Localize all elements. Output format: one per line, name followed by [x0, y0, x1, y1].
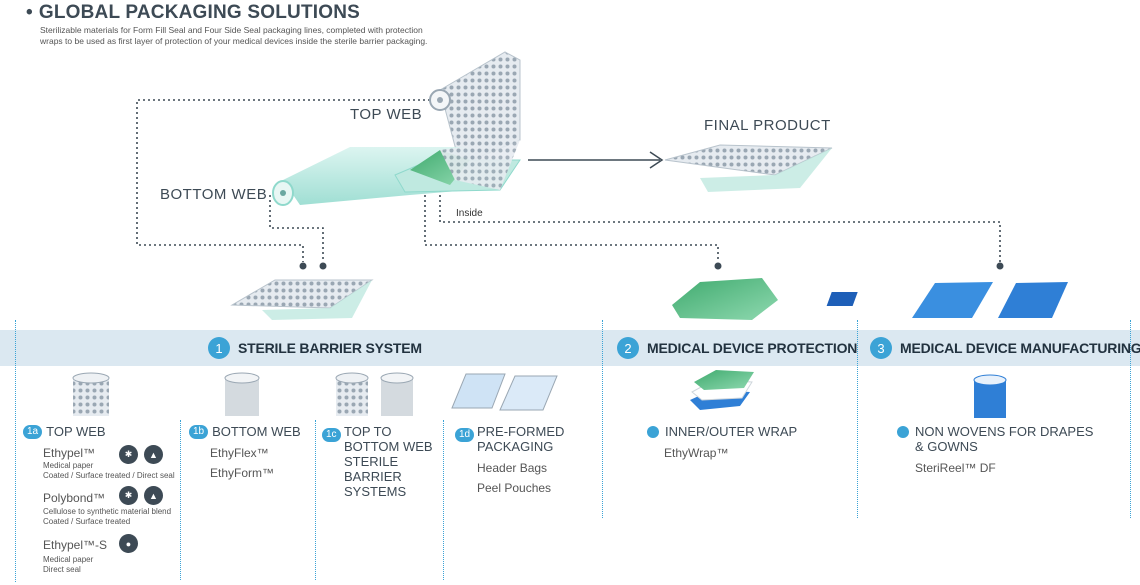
product-ethypel-desc2: Coated / Surface treated / Direct seal: [43, 471, 175, 480]
section-device-protection: 2 MEDICAL DEVICE PROTECTION: [617, 336, 857, 360]
product-ethywrap: EthyWrap™: [664, 446, 729, 460]
col-3-title-line2: & GOWNS: [915, 439, 978, 454]
final-product-label: FINAL PRODUCT: [704, 117, 831, 134]
divider-3: [857, 320, 858, 518]
sterilization-icon: ▲: [144, 486, 163, 505]
product-ethypel-desc1: Medical paper: [43, 461, 94, 470]
col-1b-header: 1b BOTTOM WEB: [189, 424, 301, 439]
product-polybond: Polybond™: [43, 491, 106, 505]
section-label: STERILE BARRIER SYSTEM: [238, 340, 422, 356]
sterilization-icon: ✱: [119, 486, 138, 505]
inside-label: Inside: [456, 208, 483, 219]
product-peel-pouches: Peel Pouches: [477, 481, 552, 495]
product-polybond-desc2: Coated / Surface treated: [43, 517, 131, 526]
product-header-bags: Header Bags: [477, 461, 548, 475]
page-subtitle-line1: Sterilizable materials for Form Fill Sea…: [40, 25, 423, 35]
divider-1c-1d: [443, 420, 444, 580]
badge-1b: 1b: [189, 424, 209, 439]
page-title-text: GLOBAL PACKAGING SOLUTIONS: [38, 2, 361, 23]
sterilization-icon: ✱: [119, 445, 138, 464]
col-1c-title-line5: SYSTEMS: [344, 484, 407, 499]
badge-1d: 1d: [455, 428, 475, 442]
badge-1a: 1a: [23, 424, 43, 439]
section-sterile-barrier: 1 STERILE BARRIER SYSTEM: [208, 336, 422, 360]
col-2-header: INNER/OUTER WRAP: [647, 424, 797, 439]
sterilization-icon: ●: [119, 534, 138, 553]
divider-left: [15, 320, 16, 582]
section-label: MEDICAL DEVICE MANUFACTURING: [900, 340, 1140, 356]
col-1a-title: TOP WEB: [46, 424, 106, 439]
col-1c-title-line2: BOTTOM WEB: [344, 439, 433, 454]
col-1c-header: 1c: [322, 424, 341, 442]
col-1b-title: BOTTOM WEB: [212, 424, 301, 439]
col-1c-title-line1: TOP TO: [344, 424, 392, 439]
divider-1b-1c: [315, 420, 316, 580]
divider-right: [1130, 320, 1131, 518]
page-subtitle-line2: wraps to be used as first layer of prote…: [40, 36, 428, 46]
top-web-label: TOP WEB: [350, 106, 423, 123]
section-number: 2: [617, 337, 639, 359]
col-3-header: NON WOVENS FOR DRAPES: [897, 424, 1093, 439]
col-1d-header: 1d: [455, 424, 475, 442]
product-ethypel-s-desc1: Medical paper: [43, 555, 94, 564]
section-band: [0, 330, 1140, 366]
page-title: •GLOBAL PACKAGING SOLUTIONS: [26, 2, 361, 23]
col-2-title: INNER/OUTER WRAP: [665, 424, 798, 439]
product-ethyflex: EthyFlex™: [210, 446, 269, 460]
section-device-manufacturing: 3 MEDICAL DEVICE MANUFACTURING: [870, 336, 1140, 360]
section-label: MEDICAL DEVICE PROTECTION: [647, 340, 858, 356]
section-number: 3: [870, 337, 892, 359]
bullet-icon: [647, 425, 659, 438]
product-ethypel: Ethypel™: [43, 446, 96, 460]
product-sterireel-df: SteriReel™ DF: [915, 461, 996, 475]
section-number: 1: [208, 337, 230, 359]
bottom-web-label: BOTTOM WEB: [160, 186, 268, 203]
badge-1c: 1c: [322, 428, 341, 442]
col-1a-header: 1a TOP WEB: [23, 424, 106, 439]
col-1d-title-line2: PACKAGING: [477, 439, 554, 454]
packaging-line-diagram: [136, 51, 1068, 320]
sterilization-icon: ▲: [144, 445, 163, 464]
product-ethyform: EthyForm™: [210, 466, 275, 480]
col-1c-title-line3: STERILE: [344, 454, 399, 469]
product-icons: [72, 370, 1007, 418]
product-polybond-desc1: Cellulose to synthetic material blend: [43, 507, 172, 516]
bullet-icon: [897, 425, 909, 438]
divider-2: [602, 320, 603, 518]
divider-1a-1b: [180, 420, 181, 580]
product-ethypel-s: Ethypel™-S: [43, 538, 108, 552]
col-3-title-line1: NON WOVENS FOR DRAPES: [915, 424, 1094, 439]
col-1d-title-line1: PRE-FORMED: [477, 424, 565, 439]
col-1c-title-line4: BARRIER: [344, 469, 402, 484]
product-ethypel-s-desc2: Direct seal: [43, 565, 81, 574]
